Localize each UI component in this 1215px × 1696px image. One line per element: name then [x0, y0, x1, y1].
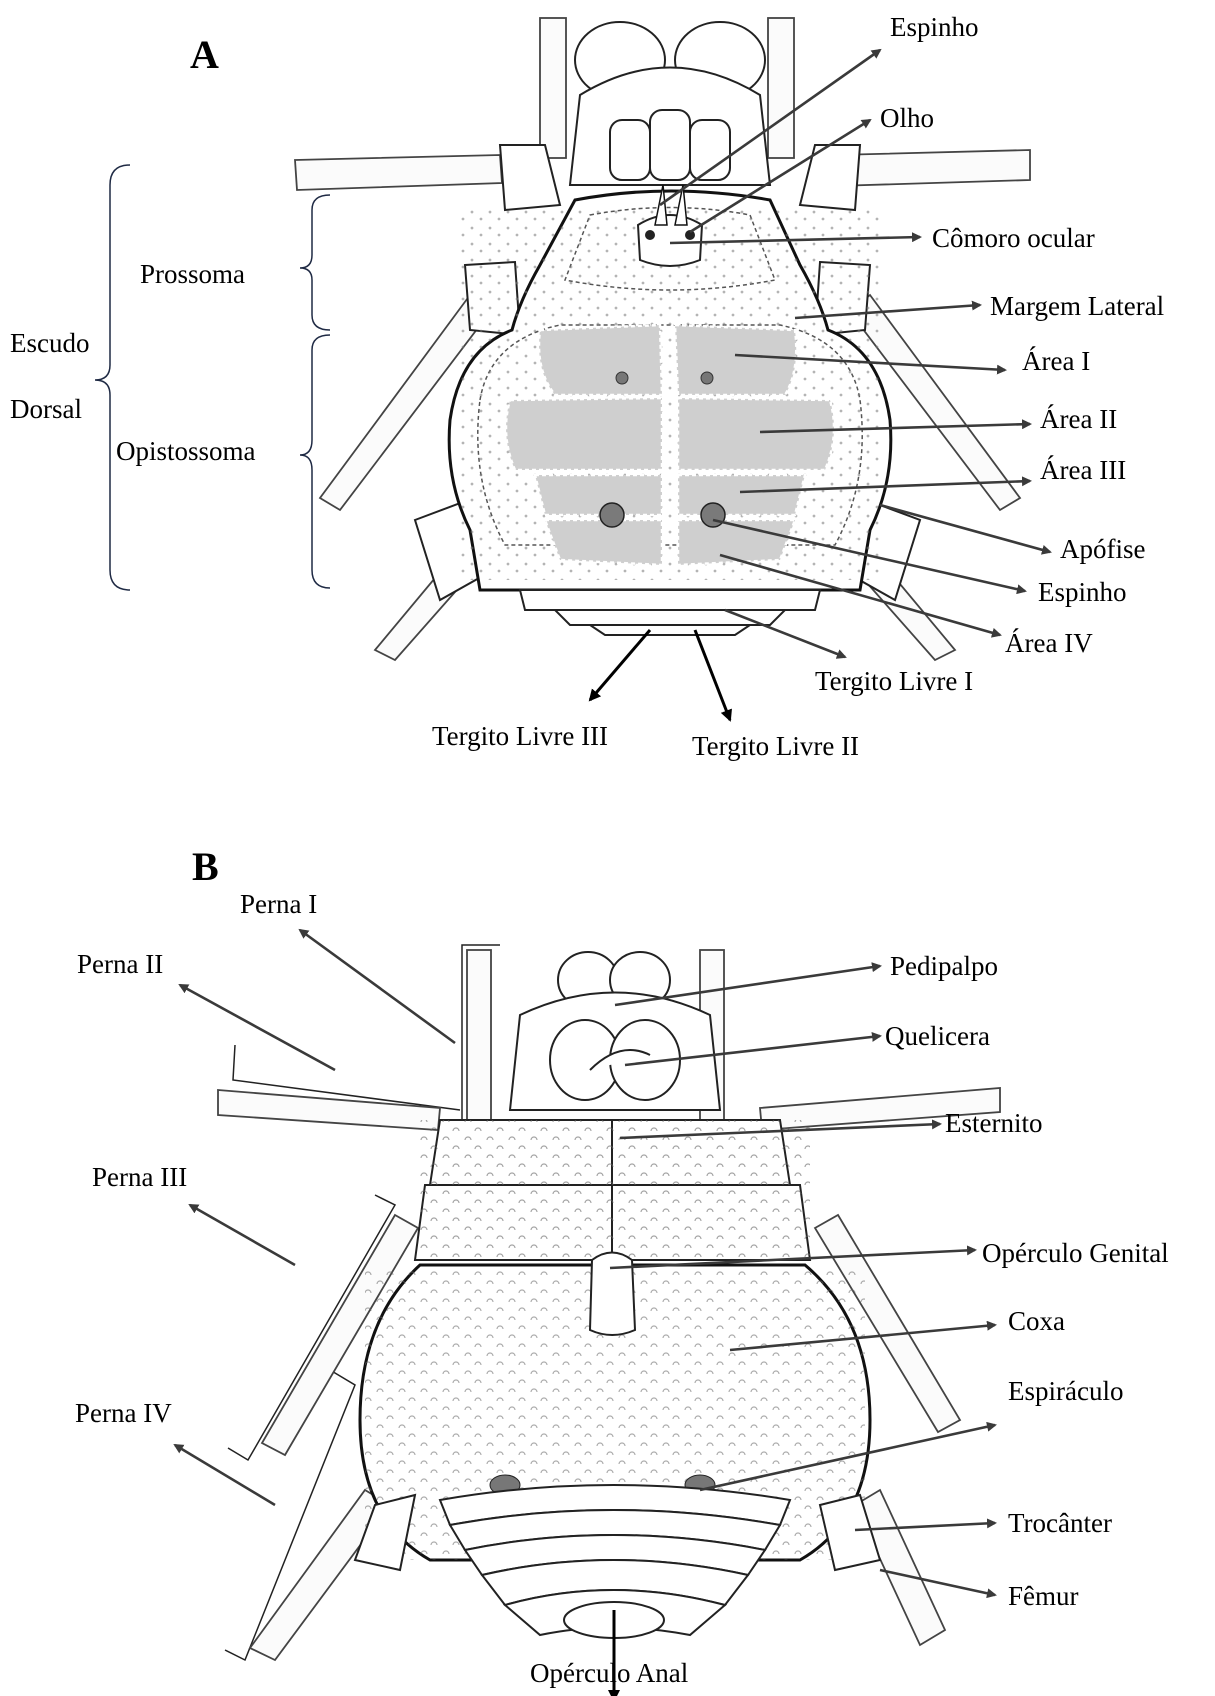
- panel-a: A: [10, 12, 1164, 761]
- label-espinho-bottom: Espinho: [1038, 577, 1127, 607]
- area-ii-right: [678, 398, 834, 470]
- label-area-ii: Área II: [1040, 404, 1117, 434]
- label-area-i: Área I: [1022, 346, 1090, 376]
- brace-prossoma: [300, 195, 330, 330]
- label-prossoma: Prossoma: [140, 259, 245, 289]
- label-operculo-genital: Opérculo Genital: [982, 1238, 1169, 1268]
- label-esternito: Esternito: [945, 1108, 1042, 1138]
- label-margem-lateral: Margem Lateral: [990, 291, 1164, 321]
- panel-b: B: [75, 844, 1169, 1696]
- area-i-left: [539, 325, 662, 395]
- panel-a-letter: A: [190, 32, 219, 77]
- brace-escudo-dorsal: [95, 165, 130, 590]
- label-perna-iii: Perna III: [92, 1162, 187, 1192]
- genital-operculum: [590, 1253, 635, 1336]
- leg-ii-left: [295, 155, 502, 190]
- label-quelicera: Quelicera: [885, 1021, 990, 1051]
- coxa-granulation: [420, 1120, 810, 1260]
- area-i-right: [675, 325, 796, 395]
- label-perna-iv: Perna IV: [75, 1398, 172, 1428]
- area-i-tubercle-right: [701, 372, 713, 384]
- label-escudo: Escudo: [10, 328, 89, 358]
- label-tergito-livre-i: Tergito Livre I: [815, 666, 973, 696]
- panel-b-mouthparts: [510, 952, 720, 1110]
- spine-right: [701, 503, 725, 527]
- free-tergite-i: [520, 590, 820, 610]
- free-tergite-iii: [590, 625, 750, 635]
- label-opistossoma: Opistossoma: [116, 436, 256, 466]
- area-iii-left: [535, 475, 662, 515]
- label-operculo-anal: Opérculo Anal: [530, 1658, 688, 1689]
- label-comoro-ocular: Cômoro ocular: [932, 223, 1095, 253]
- panel-a-chelicerae: [570, 22, 770, 185]
- label-espiraculo: Espiráculo: [1008, 1376, 1123, 1406]
- panel-b-letter: B: [192, 844, 219, 889]
- ocular-mound: [638, 215, 702, 266]
- label-tergito-livre-iii: Tergito Livre III: [432, 721, 608, 751]
- label-apofise: Apófise: [1060, 534, 1145, 564]
- leg-ii-right: [835, 150, 1030, 186]
- label-olho: Olho: [880, 103, 934, 133]
- label-perna-ii: Perna II: [77, 949, 163, 979]
- area-iii-right: [678, 475, 805, 515]
- label-tergito-livre-ii: Tergito Livre II: [692, 731, 859, 761]
- label-espinho-top: Espinho: [890, 12, 979, 42]
- label-pedipalpo: Pedipalpo: [890, 951, 998, 981]
- area-iv-right: [678, 520, 795, 565]
- label-dorsal: Dorsal: [10, 394, 82, 424]
- label-coxa: Coxa: [1008, 1306, 1065, 1336]
- brace-opistossoma: [300, 335, 330, 588]
- spine-left: [600, 503, 624, 527]
- area-i-tubercle-left: [616, 372, 628, 384]
- eye-left: [645, 230, 655, 240]
- coxa-ii-right: [800, 145, 860, 210]
- label-femur: Fêmur: [1008, 1581, 1079, 1611]
- leg-iv-right-ventral: [855, 1490, 945, 1645]
- leg-i-right: [768, 18, 794, 158]
- leg-i-left-ventral: [467, 950, 491, 1120]
- leg-i-left: [540, 18, 566, 158]
- area-iv-left: [545, 520, 662, 565]
- label-perna-i: Perna I: [240, 889, 317, 919]
- free-tergite-ii: [555, 610, 785, 625]
- label-area-iv: Área IV: [1005, 628, 1093, 658]
- leg-ii-left-ventral: [218, 1090, 440, 1130]
- label-area-iii: Área III: [1040, 455, 1126, 485]
- area-ii-left: [506, 398, 662, 470]
- label-trocanter: Trocânter: [1008, 1508, 1112, 1538]
